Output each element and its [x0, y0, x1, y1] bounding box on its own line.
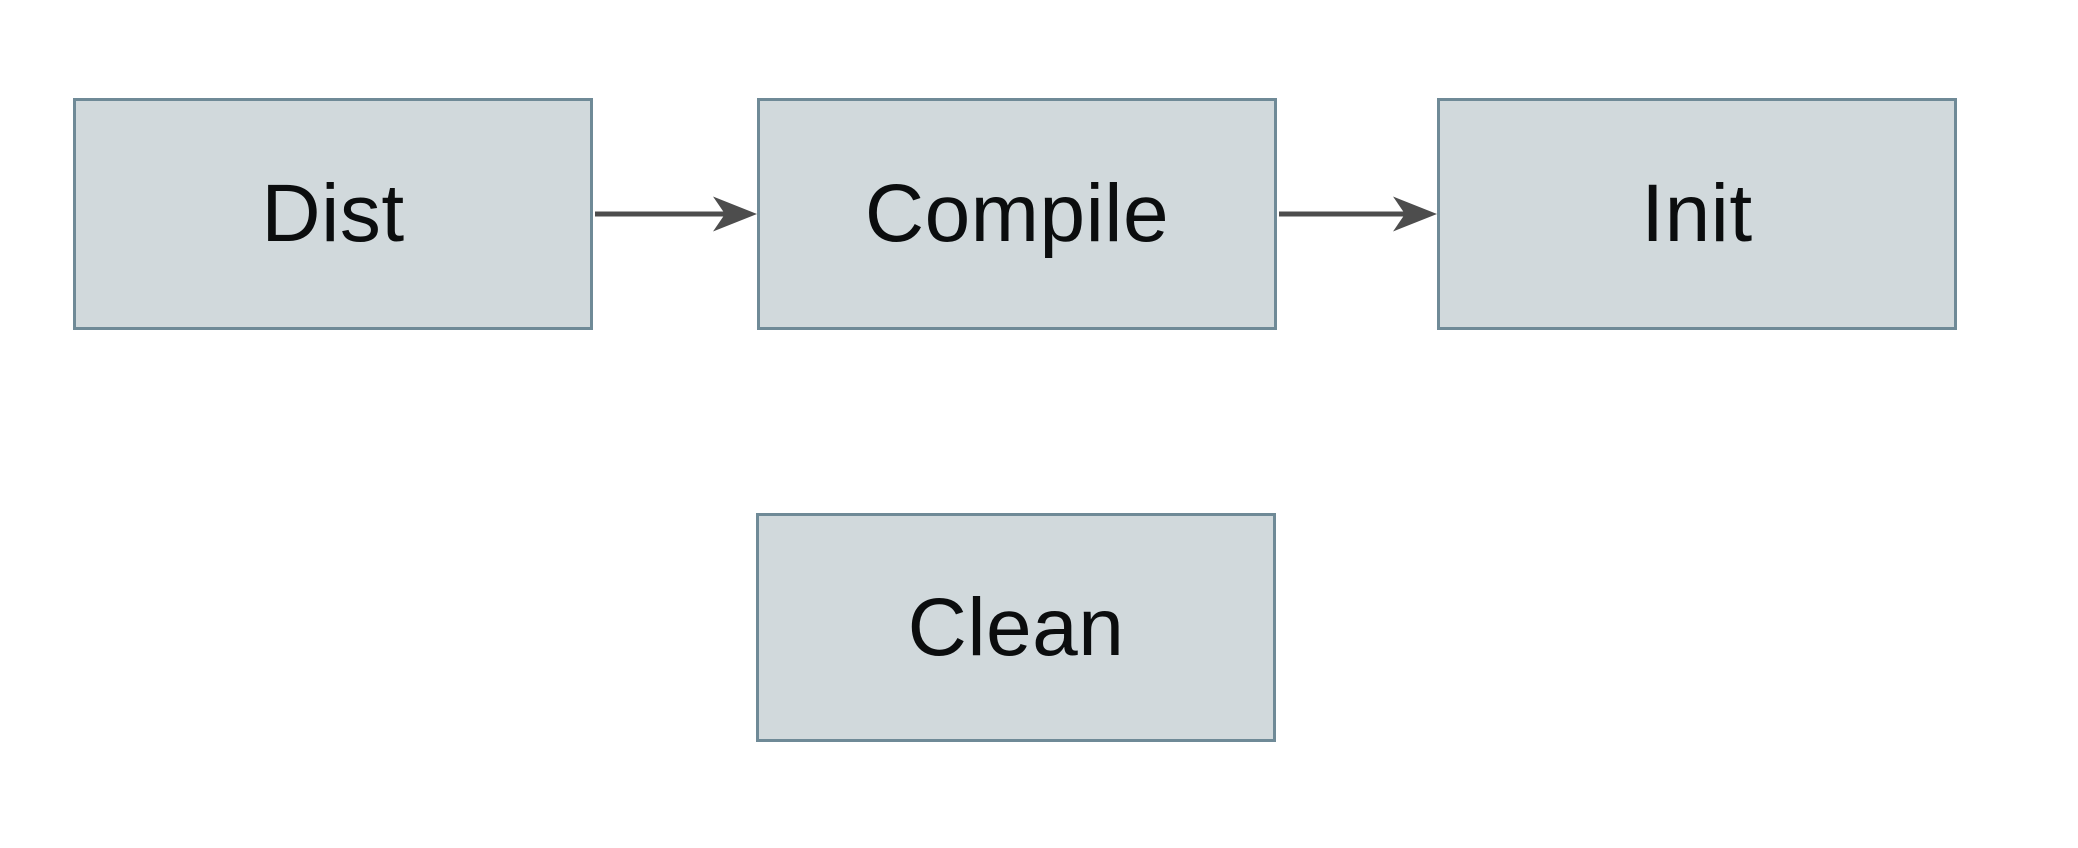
node-init-label: Init: [1641, 168, 1753, 259]
node-dist[interactable]: Dist: [73, 98, 593, 330]
edge-dist-to-compile: [595, 196, 757, 232]
edge-compile-to-init: [1279, 196, 1437, 232]
edge-compile-to-init-arrowhead-icon: [1393, 196, 1437, 232]
node-compile[interactable]: Compile: [757, 98, 1277, 330]
node-dist-label: Dist: [261, 168, 405, 259]
edge-dist-to-compile-arrowhead-icon: [713, 196, 757, 232]
node-clean-label: Clean: [907, 581, 1125, 673]
node-clean[interactable]: Clean: [756, 513, 1276, 742]
node-init[interactable]: Init: [1437, 98, 1957, 330]
node-compile-label: Compile: [864, 168, 1170, 259]
